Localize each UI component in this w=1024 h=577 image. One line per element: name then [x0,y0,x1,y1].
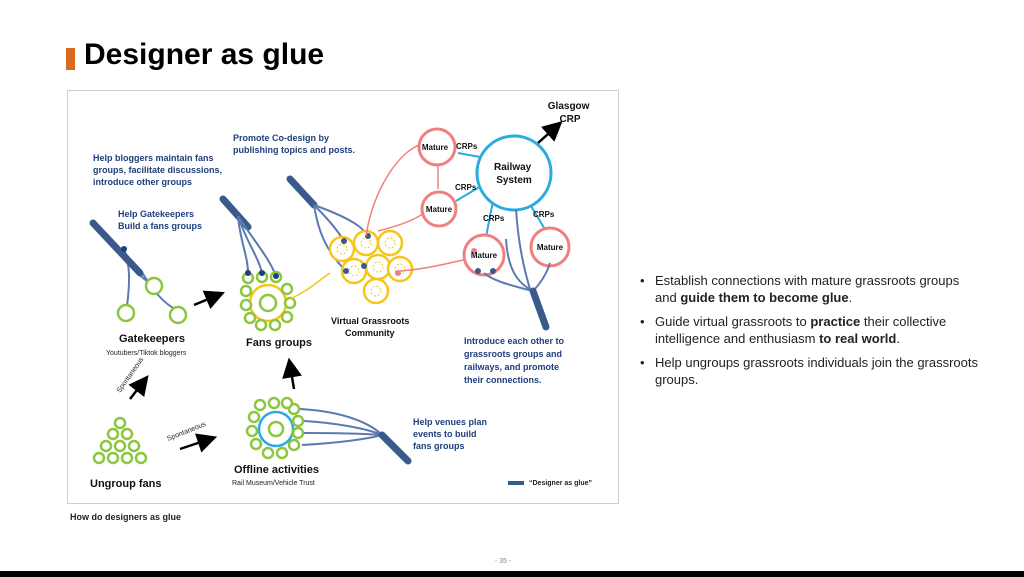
designer-bar [219,195,252,231]
legend-swatch [508,481,524,485]
designer-bar [378,431,412,465]
bullet-text: Help ungroups grassroots individuals joi… [655,355,978,387]
diagram-canvas: Help bloggers maintain fans groups, faci… [89,101,592,490]
text-run: Establish connections with mature grassr… [655,273,960,305]
label-mature: Mature [422,143,449,152]
flow-arrows [128,290,302,453]
text-run: . [848,290,853,305]
bold-text: to real world [819,331,897,346]
annotation-promote-codesign: Promote Co-design by publishing topics a… [233,133,355,155]
railway-system-node [475,134,553,212]
annotation-introduce-each: Introduce each other to grassroots group… [464,336,567,385]
text-run: their collective intelligence and enthus… [655,314,947,346]
label-spontaneous-1: Spontaneous [116,356,146,394]
page-number: - 35 - [495,558,512,565]
label-mature: Mature [537,243,564,252]
label-mature: Mature [426,205,453,214]
title-accent-bar [66,48,75,70]
label-gatekeepers-sub: Youtubers/Tiktok bloggers [106,350,187,357]
text-run: . [896,331,900,346]
label-crps: CRPs [455,183,477,192]
label-offline-sub: Rail Museum/Vehicle Trust [232,480,315,487]
label-ungroup-fans: Ungroup fans [90,478,162,490]
page-title: Designer as glue [84,38,325,71]
label-spontaneous-2: Spontaneous [166,421,207,443]
label-railway-system: Railway System [494,162,534,186]
bold-text: practice [810,314,861,329]
virtual-grassroots-cluster [286,175,414,305]
offline-activities-cluster [245,396,412,465]
arrow [193,290,225,310]
arrow [179,433,218,453]
label-crps: CRPs [456,142,478,151]
footer-bar [0,571,1024,577]
figure-caption: How do designers as glue [70,512,182,522]
bold-text: guide them to become glue [680,290,849,305]
gatekeepers-tree [89,219,188,325]
text-run: Guide virtual grassroots to [655,314,811,329]
label-virtual-community: Virtual Grassroots Community [331,316,412,338]
arrow [128,375,149,400]
fans-groups-cluster [219,195,331,332]
diagram-figure: Help bloggers maintain fans groups, faci… [67,90,619,504]
annotation-help-bloggers: Help bloggers maintain fans groups, faci… [93,153,225,187]
designer-bar [89,219,144,277]
bullet-item: •Establish connections with mature grass… [640,273,960,305]
designer-bar [286,175,318,209]
label-offline-activities: Offline activities [234,464,319,476]
annotation-help-venues: Help venues plan events to build fans gr… [413,417,490,451]
label-crps: CRPs [533,210,555,219]
label-crps: CRPs [483,214,505,223]
designer-bar [529,287,550,331]
bullet-item: •Help ungroups grassroots individuals jo… [640,355,979,387]
gatekeeper-node [144,276,164,296]
bullet-text: Guide virtual grassroots to practice the… [655,314,946,346]
bullet-text: Establish connections with mature grassr… [655,273,959,305]
label-fans-groups: Fans groups [246,337,312,349]
arrow [282,357,302,390]
bullet-list: •Establish connections with mature grass… [640,272,980,395]
text-run: Help ungroups grassroots individuals joi… [655,355,979,387]
gatekeeper-node [168,305,188,325]
annotation-help-gatekeepers: Help Gatekeepers Build a fans groups [118,209,202,231]
label-gatekeepers: Gatekeepers [119,333,185,345]
bullet-item: •Guide virtual grassroots to practice th… [640,314,947,346]
ungroup-fans-cluster [92,416,148,465]
label-mature: Mature [471,251,498,260]
gatekeeper-node [116,303,136,323]
railway-network [365,120,571,331]
label-glasgow-crp: Glasgow CRP [548,101,592,125]
legend-label: “Designer as glue” [529,480,592,487]
